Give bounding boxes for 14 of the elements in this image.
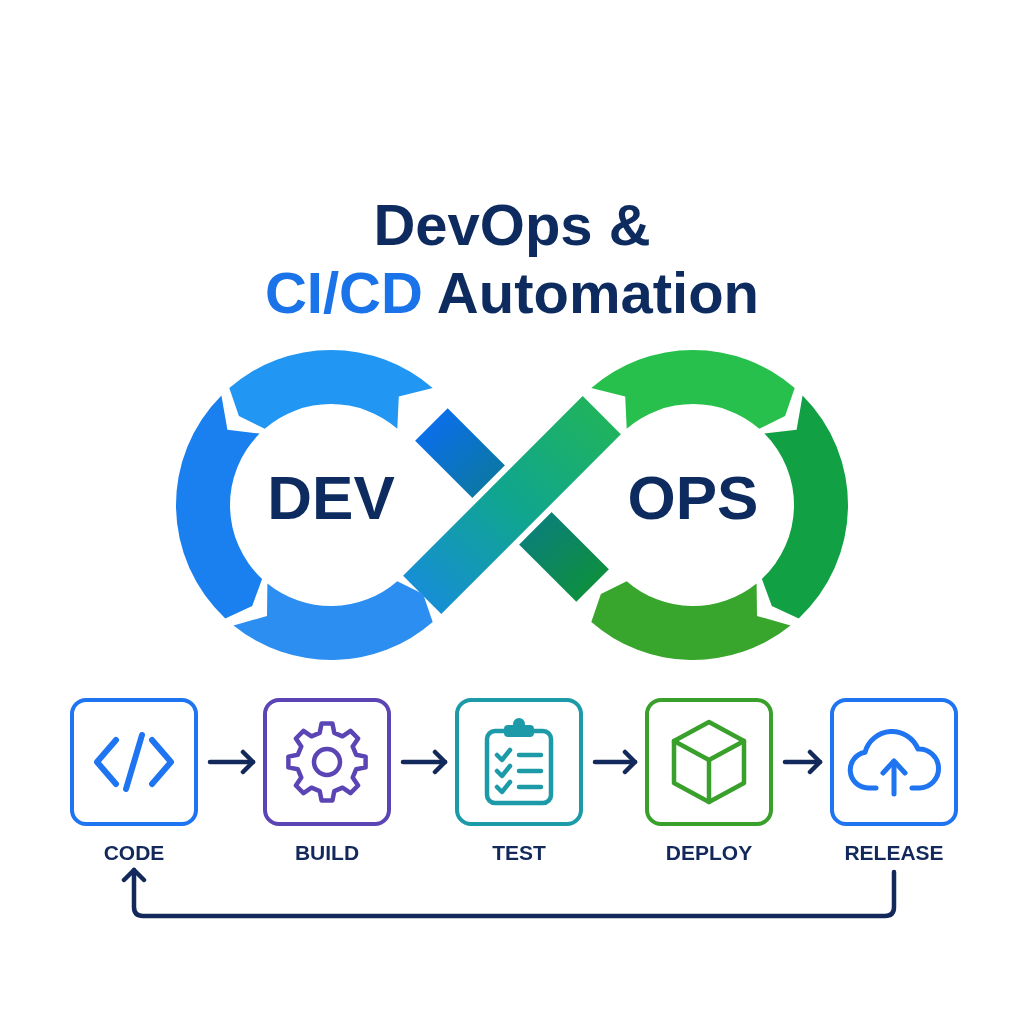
title: DevOps & CI/CD Automation — [265, 191, 759, 327]
return-arrow — [121, 867, 897, 919]
loop-label: OPS — [627, 467, 759, 529]
loop-band — [415, 408, 609, 602]
arrow — [592, 749, 638, 775]
arrow — [207, 749, 256, 775]
stage-label: BUILD — [294, 841, 360, 865]
arrow — [400, 749, 448, 775]
arrow — [782, 749, 823, 775]
stage-label: RELEASE — [844, 841, 944, 865]
stage-label: TEST — [492, 841, 546, 865]
stage-label: CODE — [103, 841, 165, 865]
stage-label: DEPLOY — [665, 841, 753, 865]
loop-label: DEV — [267, 467, 395, 529]
